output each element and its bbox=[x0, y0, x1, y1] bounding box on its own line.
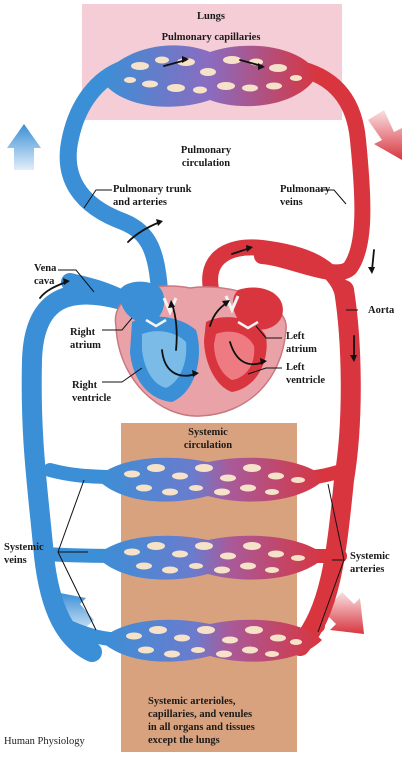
systemic-circulation-label: Systemic circulation bbox=[183, 427, 233, 451]
lungs-label: Lungs bbox=[196, 11, 226, 22]
systemic-veins-label: Systemic veins bbox=[4, 542, 44, 566]
leader-lines bbox=[57, 189, 358, 633]
upflow-arrow-left-bottom bbox=[55, 592, 94, 636]
flow-arrowheads bbox=[63, 56, 375, 377]
right-ventricle-label: Right ventricle bbox=[72, 380, 112, 404]
downflow-arrow-right-top bbox=[368, 110, 402, 160]
systemic-capillary-bed-lower bbox=[100, 619, 322, 662]
pulmonary-capillary-bed bbox=[100, 45, 318, 107]
systemic-arteries-label: Systemic arteries bbox=[350, 551, 390, 575]
pulmonary-circulation-label: Pulmonary circulation bbox=[180, 145, 232, 169]
systemic-capillaries-label: Systemic arterioles, capillaries, and ve… bbox=[148, 696, 255, 746]
left-ventricle-label: Left ventricle bbox=[286, 362, 326, 386]
left-atrium-label: Left atrium bbox=[286, 331, 317, 355]
aorta-label: Aorta bbox=[368, 305, 395, 316]
credit-text: Human Physiology bbox=[4, 736, 85, 747]
pulmonary-capillaries-label: Pulmonary capillaries bbox=[161, 32, 261, 43]
heart bbox=[114, 281, 287, 417]
right-atrium-label: Right atrium bbox=[70, 327, 101, 351]
upflow-arrow-left-top bbox=[7, 124, 41, 170]
pulmonary-trunk-label: Pulmonary trunk and arteries bbox=[113, 184, 192, 208]
pulmonary-veins-label: Pulmonary veins bbox=[280, 184, 331, 208]
vena-cava-label: Vena cava bbox=[34, 263, 57, 287]
systemic-capillary-bed-middle bbox=[96, 535, 326, 580]
systemic-capillary-bed-upper bbox=[96, 457, 326, 502]
